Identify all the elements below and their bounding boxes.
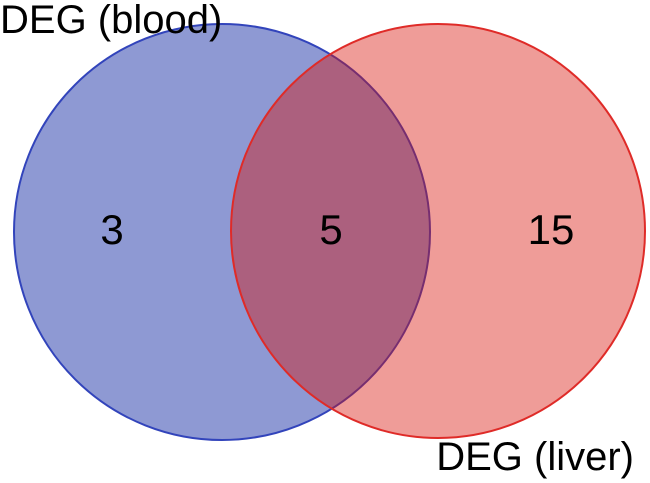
blood-set-label: DEG (blood)	[0, 0, 222, 42]
liver-set-label: DEG (liver)	[436, 435, 634, 479]
blood-set-circle	[13, 23, 431, 441]
liver-set-circle	[230, 23, 646, 439]
liver-only-count: 15	[528, 206, 575, 253]
blood-only-count: 3	[100, 206, 123, 253]
intersection-count: 5	[319, 206, 342, 253]
